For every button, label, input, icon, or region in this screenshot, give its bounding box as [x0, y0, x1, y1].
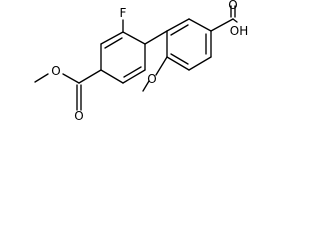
- right-benzene-ring: [166, 18, 212, 71]
- methoxy-oxygen-label: O: [147, 72, 156, 86]
- bond: [188, 56, 212, 71]
- bond: [122, 69, 146, 84]
- bond: [232, 18, 238, 23]
- bond: [188, 18, 212, 32]
- bond: [62, 73, 80, 84]
- bond: [122, 31, 146, 45]
- double-bond-inner: [170, 24, 189, 36]
- carboxyl-oxygen-label: O: [228, 0, 237, 12]
- carboxylic-acid-group: [210, 5, 238, 32]
- fluorine-label: F: [120, 6, 127, 20]
- methoxy-group: [142, 56, 168, 92]
- left-benzene-ring: [100, 31, 146, 84]
- bond: [78, 69, 102, 84]
- chemical-structure: O OH O F O O: [34, 0, 248, 123]
- ester-carbonyl-oxygen-label: O: [74, 109, 83, 123]
- bond: [142, 80, 150, 92]
- bond: [34, 73, 49, 83]
- biaryl-bond: [144, 30, 168, 45]
- bond: [210, 18, 234, 32]
- ester-oxygen-label: O: [51, 64, 60, 78]
- double-bond-inner: [123, 66, 142, 78]
- double-bond-inner: [104, 37, 123, 49]
- bond: [100, 31, 124, 45]
- bond: [166, 56, 190, 71]
- methyl-ester-group: [34, 69, 102, 111]
- bond: [100, 69, 124, 84]
- double-bond-inner: [170, 53, 189, 65]
- bond: [166, 18, 190, 32]
- bond: [155, 56, 168, 76]
- hydroxyl-label: OH: [230, 24, 248, 38]
